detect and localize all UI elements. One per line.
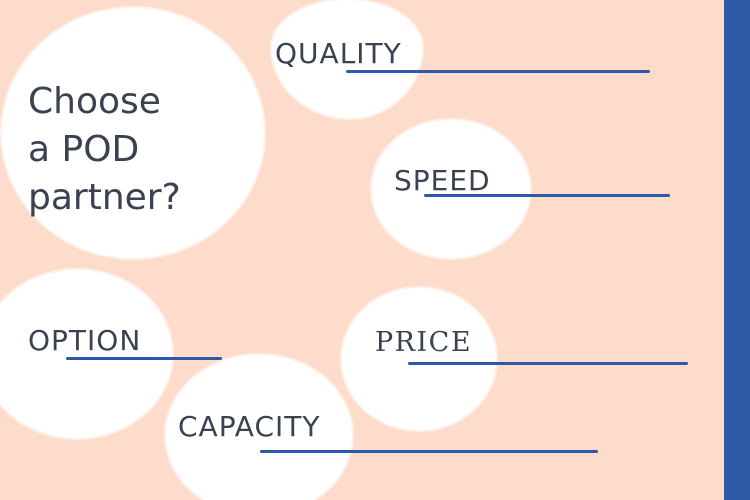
capacity-label: CAPACITY: [178, 410, 321, 443]
price-underline: [408, 362, 688, 365]
price-label: PRICE: [375, 327, 473, 358]
title-line-1: Choose: [28, 81, 161, 122]
quality-label: QUALITY: [275, 37, 402, 70]
speed-label: SPEED: [394, 164, 491, 197]
speed-underline: [424, 194, 670, 197]
price-circle: [342, 288, 496, 430]
speed-circle: [372, 120, 530, 258]
title-line-2: a POD: [28, 129, 140, 170]
option-underline: [66, 357, 222, 360]
page-title: Choose a POD partner?: [28, 78, 181, 222]
quality-underline: [346, 70, 650, 73]
title-circle: [2, 8, 264, 258]
option-label: OPTION: [28, 324, 142, 357]
accent-bar: [724, 0, 750, 500]
capacity-circle: [166, 355, 352, 500]
title-line-3: partner?: [28, 177, 181, 218]
quality-circle: [272, 0, 422, 118]
option-circle: [0, 270, 172, 438]
capacity-underline: [260, 450, 598, 453]
